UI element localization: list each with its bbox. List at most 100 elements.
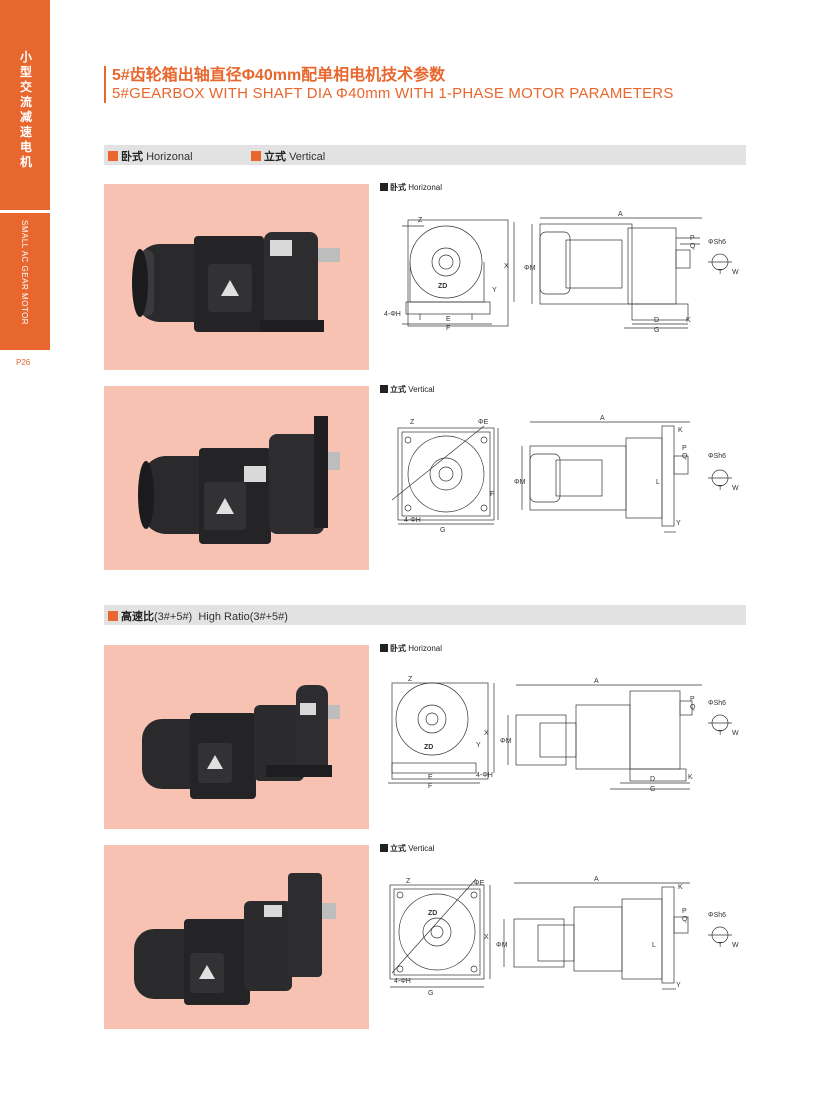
svg-text:Z: Z bbox=[418, 217, 423, 224]
dimension-drawing-vertical: 立式 Vertical Z ΦE bbox=[380, 384, 750, 564]
svg-text:F: F bbox=[490, 491, 494, 498]
svg-text:Z: Z bbox=[410, 419, 415, 426]
technical-drawing: Z X Y E F 4-ΦH ZD A P Q D G K ΦM ΦSh6 T … bbox=[388, 676, 739, 793]
svg-text:A: A bbox=[600, 415, 605, 422]
band-high-ratio-label: 高速比(3#+5#) High Ratio(3#+5#) bbox=[108, 608, 288, 624]
technical-drawing: Z ΦE F G 4-ΦH A K P Q ΦM L Y ΦSh6 T W bbox=[391, 415, 739, 534]
svg-text:W: W bbox=[732, 730, 739, 737]
svg-text:4-ΦH: 4-ΦH bbox=[476, 772, 493, 779]
svg-text:E: E bbox=[446, 316, 451, 323]
svg-text:ΦM: ΦM bbox=[514, 479, 526, 486]
sidebar-orange-block bbox=[0, 0, 50, 210]
sidebar-category-en: SMALL AC GEAR MOTOR bbox=[20, 220, 29, 326]
sidebar: 小型交流减速电机 SMALL AC GEAR MOTOR P26 bbox=[0, 0, 50, 1098]
svg-text:G: G bbox=[428, 990, 433, 997]
svg-text:4-ΦH: 4-ΦH bbox=[394, 978, 411, 985]
svg-text:G: G bbox=[650, 786, 655, 793]
svg-text:X: X bbox=[504, 263, 509, 270]
svg-text:4-ΦH: 4-ΦH bbox=[384, 311, 401, 318]
svg-text:Y: Y bbox=[492, 287, 497, 294]
svg-text:T: T bbox=[718, 942, 723, 949]
gear-motor-image bbox=[132, 232, 340, 332]
drawing-label: 立式 Vertical bbox=[380, 384, 434, 395]
page-title: 5#齿轮箱出轴直径Φ40mm配单相电机技术参数 5#GEARBOX WITH S… bbox=[104, 66, 674, 103]
svg-text:ΦM: ΦM bbox=[524, 265, 536, 272]
svg-text:D: D bbox=[650, 776, 655, 783]
svg-text:ΦE: ΦE bbox=[474, 880, 485, 887]
orange-square-icon bbox=[108, 611, 118, 621]
band-horizontal-label: 卧式 Horizonal bbox=[108, 148, 193, 164]
svg-text:ΦSh6: ΦSh6 bbox=[708, 453, 726, 460]
svg-text:T: T bbox=[718, 730, 723, 737]
product-photo-high-ratio-vertical bbox=[104, 845, 369, 1029]
product-photo-vertical bbox=[104, 386, 369, 570]
svg-text:K: K bbox=[678, 427, 683, 434]
gear-motor-image bbox=[134, 873, 336, 1005]
gear-motor-image bbox=[138, 416, 340, 544]
svg-text:K: K bbox=[686, 317, 691, 324]
svg-text:A: A bbox=[594, 876, 599, 883]
svg-text:Q: Q bbox=[690, 704, 696, 711]
band-vertical-label: 立式 Vertical bbox=[251, 148, 325, 164]
dimension-drawing-high-ratio-horizontal: 卧式 Horizonal Z X Y E bbox=[380, 643, 750, 823]
svg-text:Z: Z bbox=[408, 676, 413, 683]
svg-text:ΦM: ΦM bbox=[500, 738, 512, 745]
svg-text:Y: Y bbox=[676, 520, 681, 527]
sidebar-en-block bbox=[0, 213, 50, 350]
dimension-drawing-high-ratio-vertical: 立式 Vertical Z ΦE bbox=[380, 843, 750, 1023]
svg-text:Y: Y bbox=[676, 982, 681, 989]
svg-text:A: A bbox=[618, 211, 623, 218]
svg-text:ΦE: ΦE bbox=[478, 419, 489, 426]
black-square-icon bbox=[380, 183, 388, 191]
svg-text:ΦM: ΦM bbox=[496, 942, 508, 949]
svg-text:ΦSh6: ΦSh6 bbox=[708, 912, 726, 919]
section-band-high-ratio: 高速比(3#+5#) High Ratio(3#+5#) bbox=[104, 605, 746, 625]
svg-text:Q: Q bbox=[682, 453, 688, 460]
svg-text:P: P bbox=[690, 696, 695, 703]
technical-drawing: Z X Y E F 4-ΦH ZD A P Q D G K ΦM ΦSh6 T … bbox=[384, 211, 739, 334]
svg-text:ΦSh6: ΦSh6 bbox=[708, 700, 726, 707]
orange-square-icon bbox=[251, 151, 261, 161]
title-cn: 5#齿轮箱出轴直径Φ40mm配单相电机技术参数 bbox=[112, 67, 446, 84]
svg-text:X: X bbox=[484, 934, 489, 941]
svg-text:W: W bbox=[732, 269, 739, 276]
svg-text:K: K bbox=[688, 774, 693, 781]
page-number: P26 bbox=[16, 358, 31, 367]
svg-text:K: K bbox=[678, 884, 683, 891]
svg-text:P: P bbox=[682, 445, 687, 452]
drawing-label: 立式 Vertical bbox=[380, 843, 434, 854]
svg-text:Z: Z bbox=[406, 878, 411, 885]
svg-text:D: D bbox=[654, 317, 659, 324]
svg-text:A: A bbox=[594, 678, 599, 685]
svg-text:Q: Q bbox=[682, 916, 688, 923]
gear-motor-image bbox=[142, 685, 340, 799]
technical-drawing: Z ΦE X G 4-ΦH ZD A K P Q ΦM L Y ΦSh6 T W bbox=[389, 876, 739, 997]
svg-text:ZD: ZD bbox=[438, 283, 447, 290]
title-en: 5#GEARBOX WITH SHAFT DIA Φ40mm WITH 1-PH… bbox=[112, 85, 674, 102]
section-band-standard: 卧式 Horizonal 立式 Vertical bbox=[104, 145, 746, 165]
svg-text:G: G bbox=[654, 327, 659, 334]
svg-text:P: P bbox=[682, 908, 687, 915]
svg-text:T: T bbox=[718, 485, 723, 492]
svg-text:G: G bbox=[440, 527, 445, 534]
svg-text:T: T bbox=[718, 269, 723, 276]
svg-text:E: E bbox=[428, 774, 433, 781]
product-photo-high-ratio-horizontal bbox=[104, 645, 369, 829]
drawing-label: 卧式 Horizonal bbox=[380, 643, 442, 654]
svg-text:P: P bbox=[690, 235, 695, 242]
product-photo-horizontal bbox=[104, 184, 369, 370]
black-square-icon bbox=[380, 644, 388, 652]
dimension-drawing-horizontal: 卧式 Horizonal Z bbox=[380, 182, 750, 362]
svg-text:Y: Y bbox=[476, 742, 481, 749]
orange-square-icon bbox=[108, 151, 118, 161]
svg-text:F: F bbox=[428, 783, 432, 790]
svg-text:4-ΦH: 4-ΦH bbox=[404, 517, 421, 524]
sidebar-category-cn: 小型交流减速电机 bbox=[19, 50, 32, 169]
svg-text:L: L bbox=[652, 942, 656, 949]
svg-text:ZD: ZD bbox=[424, 744, 433, 751]
svg-text:F: F bbox=[446, 325, 450, 332]
svg-text:ZD: ZD bbox=[428, 910, 437, 917]
black-square-icon bbox=[380, 385, 388, 393]
svg-text:W: W bbox=[732, 485, 739, 492]
black-square-icon bbox=[380, 844, 388, 852]
